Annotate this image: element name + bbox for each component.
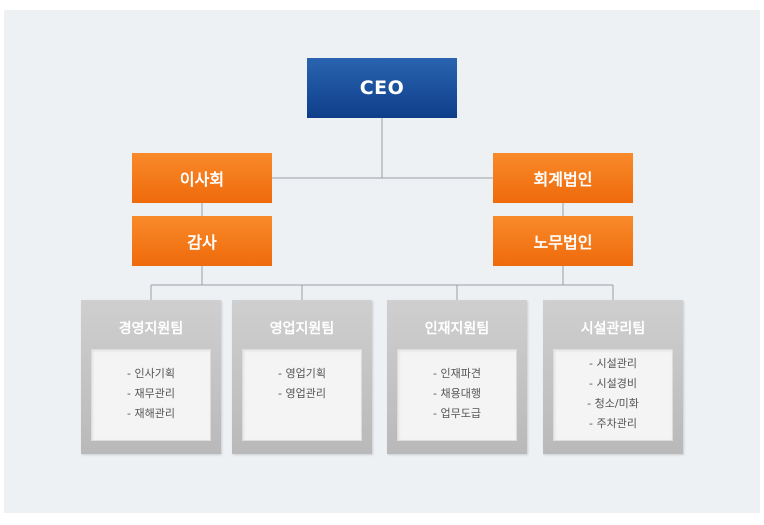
team-management-support: 경영지원팀 - 인사기획 - 재무관리 - 재해관리 (81, 300, 221, 454)
audit-label: 감사 (187, 233, 217, 252)
labor-firm-box: 노무법인 (493, 216, 633, 266)
team-duty-item: - 재해관리 (127, 407, 175, 420)
team-duty-item: - 업무도급 (433, 407, 481, 420)
ceo-label: CEO (359, 77, 405, 99)
audit-box: 감사 (132, 216, 272, 266)
team-duties: - 인사기획 - 재무관리 - 재해관리 (91, 349, 211, 441)
team-duty-item: - 시설경비 (589, 377, 637, 390)
accounting-firm-box: 회계법인 (493, 153, 633, 203)
team-duty-item: - 채용대행 (433, 387, 481, 400)
team-duty-item: - 시설관리 (589, 357, 637, 370)
team-duties: - 영업기획 - 영업관리 (242, 349, 362, 441)
team-sales-support: 영업지원팀 - 영업기획 - 영업관리 (232, 300, 372, 454)
team-duty-item: - 영업관리 (278, 387, 326, 400)
labor-firm-label: 노무법인 (533, 233, 593, 252)
team-duty-item: - 인사기획 (127, 367, 175, 380)
team-title: 시설관리팀 (580, 321, 646, 337)
team-duties: - 인재파견 - 채용대행 - 업무도급 (397, 349, 517, 441)
team-duty-item: - 청소/미화 (587, 397, 639, 410)
team-talent-support: 인재지원팀 - 인재파견 - 채용대행 - 업무도급 (387, 300, 527, 454)
team-facility-management: 시설관리팀 - 시설관리 - 시설경비 - 청소/미화 - 주차관리 (543, 300, 683, 454)
board-box: 이사회 (132, 153, 272, 203)
team-duty-item: - 주차관리 (589, 417, 637, 430)
team-duty-item: - 인재파견 (433, 367, 481, 380)
team-title: 인재지원팀 (424, 321, 490, 337)
team-duty-item: - 영업기획 (278, 367, 326, 380)
ceo-box: CEO (307, 58, 457, 118)
team-duty-item: - 재무관리 (127, 387, 175, 400)
team-duties: - 시설관리 - 시설경비 - 청소/미화 - 주차관리 (553, 349, 673, 441)
team-title: 경영지원팀 (118, 321, 184, 337)
team-title: 영업지원팀 (269, 321, 335, 337)
accounting-firm-label: 회계법인 (533, 170, 593, 189)
board-label: 이사회 (179, 170, 225, 189)
